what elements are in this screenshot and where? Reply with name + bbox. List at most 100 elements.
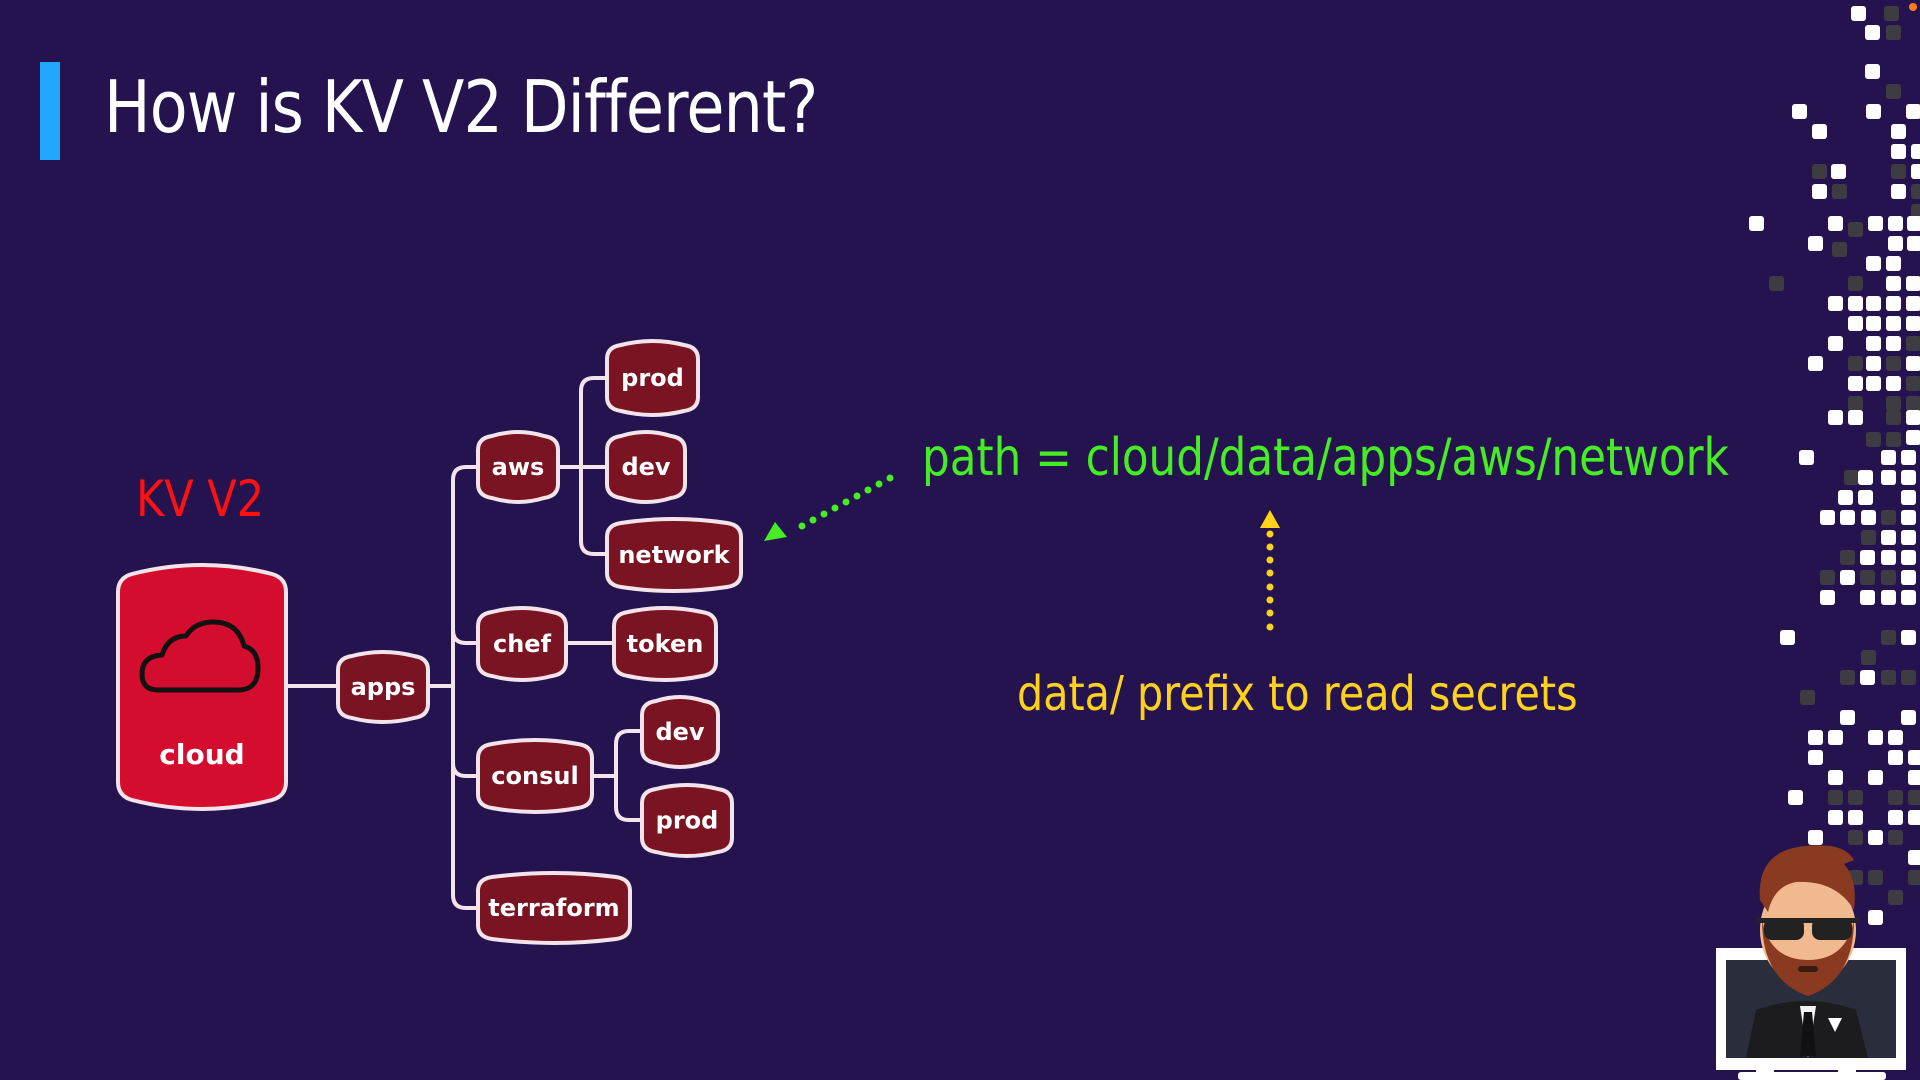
pixel-square	[1828, 216, 1843, 231]
pixel-square	[1901, 550, 1916, 565]
pixel-square	[1901, 570, 1916, 585]
pixel-square	[1820, 590, 1835, 605]
pixel-square	[1780, 630, 1795, 645]
pixel-square	[1908, 770, 1920, 785]
pixel-square	[1906, 410, 1920, 425]
pixel-square	[1884, 6, 1899, 21]
pixel-square	[1888, 810, 1903, 825]
pixel-square	[1907, 216, 1920, 231]
pixel-square	[1901, 670, 1916, 685]
pixel-square	[1858, 490, 1873, 505]
pixel-square	[1906, 316, 1920, 331]
pixel-square	[1860, 590, 1875, 605]
pixel-square	[1881, 590, 1896, 605]
pixel-square	[1908, 850, 1920, 865]
pixel-square	[1840, 570, 1855, 585]
trunk-consul	[614, 729, 642, 822]
pixel-square	[1906, 104, 1920, 119]
root-node-cloud: cloud	[116, 563, 288, 811]
pixel-square	[1861, 530, 1876, 545]
path-annotation: path = cloud/data/apps/aws/network	[922, 428, 1729, 488]
pixel-square	[1881, 630, 1896, 645]
pixel-square	[1848, 296, 1863, 311]
pixel-square	[1911, 204, 1920, 219]
pixel-square	[1881, 670, 1896, 685]
pixel-square	[1901, 530, 1916, 545]
pixel-square	[1866, 432, 1881, 447]
title-accent-bar	[40, 62, 60, 160]
node-label: prod	[621, 364, 684, 392]
pixel-square	[1838, 490, 1853, 505]
pixel-square	[1861, 510, 1876, 525]
pixel-square	[1908, 790, 1920, 805]
pixel-square	[1906, 396, 1920, 411]
cloud-cylinder	[116, 563, 288, 811]
pixel-square	[1901, 590, 1916, 605]
pixel-square	[1888, 790, 1903, 805]
node-label: token	[627, 630, 704, 658]
branch-consul	[451, 762, 478, 778]
pixel-square	[1891, 144, 1906, 159]
pixel-square	[1848, 396, 1863, 411]
tree-node-consul: consul	[476, 738, 594, 814]
pixel-square	[1911, 144, 1920, 159]
pixel-square	[1799, 450, 1814, 465]
pixel-square	[1906, 356, 1920, 371]
pixel-square	[1886, 276, 1901, 291]
pixel-square	[1908, 750, 1920, 765]
pixel-square	[1788, 790, 1803, 805]
pixel-square	[1831, 164, 1846, 179]
pixel-square	[1848, 810, 1863, 825]
pixel-square	[1828, 296, 1843, 311]
pixel-square	[1868, 830, 1883, 845]
pixel-square	[1866, 256, 1881, 271]
pixel-square	[1858, 470, 1873, 485]
tree-node-chef-token: token	[612, 606, 718, 682]
pixel-square	[1844, 470, 1859, 485]
pixel-square	[1848, 222, 1863, 237]
pixel-square	[1868, 870, 1883, 885]
slide-title: How is KV V2 Different?	[104, 65, 818, 149]
pixel-square	[1820, 570, 1835, 585]
pixel-square	[1840, 710, 1855, 725]
pixel-square	[1812, 184, 1827, 199]
pixel-square	[1800, 690, 1815, 705]
pixel-square	[1886, 336, 1901, 351]
pixel-square	[1901, 450, 1916, 465]
arrowhead	[764, 522, 787, 541]
pixel-square	[1888, 236, 1903, 251]
pixel-square	[1808, 356, 1823, 371]
node-label: prod	[656, 807, 719, 835]
pixel-square	[1881, 570, 1896, 585]
kv-version-label: KV V2	[136, 470, 265, 528]
pixel-square	[1907, 236, 1920, 251]
pixel-square	[1861, 650, 1876, 665]
pixel-square	[1808, 830, 1823, 845]
pixel-square	[1906, 336, 1920, 351]
pixel-square	[1901, 710, 1916, 725]
prefix-pointer-arrow	[1260, 510, 1280, 631]
pixel-square	[1868, 730, 1883, 745]
pixel-square	[1906, 376, 1920, 391]
pixel-square	[1881, 510, 1896, 525]
pixel-square	[1886, 396, 1901, 411]
pixel-square	[1865, 25, 1880, 40]
node-label: network	[618, 541, 730, 569]
tree-node-aws: aws	[476, 430, 560, 504]
pixel-square	[1848, 790, 1863, 805]
node-label: aws	[492, 453, 545, 481]
pixel-square	[1901, 470, 1916, 485]
pixel-square	[1860, 550, 1875, 565]
tree-node-apps: apps	[336, 650, 430, 724]
cloud-icon	[139, 619, 261, 693]
node-label: dev	[621, 453, 670, 481]
branch-chef	[451, 629, 478, 645]
pixel-square	[1886, 410, 1901, 425]
node-label: apps	[351, 673, 416, 701]
pixel-square	[1812, 164, 1827, 179]
pixel-square	[1881, 530, 1896, 545]
tree-node-aws-network: network	[605, 517, 743, 593]
tree-node-chef: chef	[476, 606, 568, 682]
node-label: chef	[493, 630, 552, 658]
